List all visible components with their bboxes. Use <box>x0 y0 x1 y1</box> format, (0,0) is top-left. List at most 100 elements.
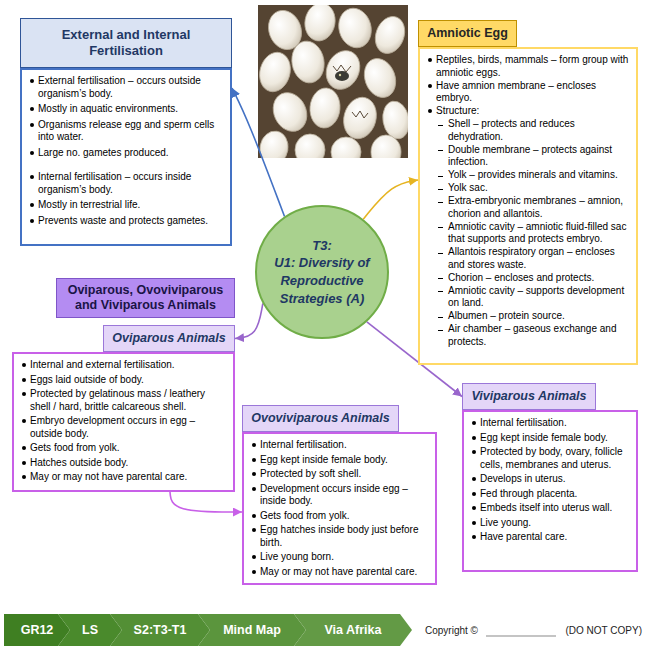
connector-arrow <box>363 180 418 219</box>
chevron-text: GR12 <box>21 623 54 637</box>
list-text: Amniotic cavity – supports development o… <box>448 285 624 309</box>
list-item: May or may not have parental care. <box>20 471 227 484</box>
copyright-note: (DO NOT COPY) <box>566 625 642 637</box>
bullet-dot <box>472 436 476 440</box>
list-item: Live young born. <box>250 551 429 564</box>
list-text: Live young born. <box>260 551 334 562</box>
hatchling-eye <box>339 74 341 76</box>
heading-text: Ovoviviparous Animals <box>251 411 389 426</box>
list-item: Structure: <box>426 105 630 118</box>
egg <box>308 87 341 129</box>
list-item: Amniotic cavity – amniotic fluid-filled … <box>426 221 630 246</box>
chevron-text: Via Afrika <box>325 623 382 637</box>
list-item: Mostly in aquatic environments. <box>28 103 224 116</box>
list-text: Egg kept inside female body. <box>260 454 388 465</box>
bullet-dot <box>22 419 26 423</box>
list-text: Double membrane – protects against infec… <box>448 144 612 168</box>
heading-text: Viviparous Animals <box>471 389 586 404</box>
dash-marker <box>438 253 443 254</box>
dash-marker <box>438 278 443 279</box>
list-text: Structure: <box>436 105 479 116</box>
bullet-dot <box>252 472 256 476</box>
list-item: Shell – protects and reduces dehydration… <box>426 118 630 143</box>
list-item: Reptiles, birds, mammals – form group wi… <box>426 54 630 79</box>
egg-photo <box>258 5 408 158</box>
egg <box>258 129 291 158</box>
topic-box: Internal fertilisation. Egg kept inside f… <box>462 410 638 572</box>
list-text: Hatches outside body. <box>30 457 128 468</box>
list-text: Reptiles, birds, mammals – form group wi… <box>436 54 628 78</box>
heading-text: External and Internal Fertilisation <box>29 27 223 58</box>
list-item: Egg kept inside female body. <box>250 454 429 467</box>
list-text: Mostly in terrestrial life. <box>38 199 140 210</box>
list-item: Allantois respiratory organ – encloses a… <box>426 246 630 271</box>
list-item: Double membrane – protects against infec… <box>426 144 630 169</box>
list-item: Albumen – protein source. <box>426 310 630 323</box>
list-text: Internal fertilisation – occurs inside o… <box>38 171 191 195</box>
list-text: Protected by body, ovary, follicle cells… <box>480 446 622 470</box>
bullet-dot <box>22 461 26 465</box>
topic-box: Reptiles, birds, mammals – form group wi… <box>418 47 638 365</box>
list-text: Yolk – provides minerals and vitamins. <box>448 169 618 180</box>
egg <box>295 134 325 158</box>
list-text: Air chamber – gaseous exchange and prote… <box>448 323 616 347</box>
list-text: May or may not have parental care. <box>30 471 187 482</box>
bullet-dot <box>22 363 26 367</box>
list-item: Embeds itself into uterus wall. <box>470 502 630 515</box>
list-item: Protected by soft shell. <box>250 468 429 481</box>
list-text: Gets food from yolk. <box>30 442 119 453</box>
heading-text: Amniotic Egg <box>427 26 508 41</box>
list-text: Yolk sac. <box>448 182 488 193</box>
list-item: Organisms release egg and sperm cells in… <box>28 119 224 144</box>
chevron-fill <box>198 614 306 646</box>
central-text: T3: <box>263 237 381 255</box>
list-item: Extra-embryonic membranes – amnion, chor… <box>426 195 630 220</box>
list-item: Internal fertilisation. <box>470 417 630 430</box>
bullet-dot <box>252 458 256 462</box>
list-item: Have parental care. <box>470 531 630 544</box>
bullet-dot <box>252 514 256 518</box>
topic-heading: Viviparous Animals <box>462 383 596 410</box>
circle-outline <box>256 206 388 338</box>
bullet-dot <box>472 421 476 425</box>
topic-box: External fertilisation – occurs outside … <box>20 68 232 246</box>
heading-text: Oviparous, Ovoviviparous and Viviparous … <box>65 283 226 313</box>
list-item: Egg kept inside female body. <box>470 432 630 445</box>
topic-box: Internal fertilisation.Egg kept inside f… <box>242 432 437 585</box>
bullet-dot <box>472 450 476 454</box>
list-item: Prevents waste and protects gametes. <box>28 215 224 228</box>
list-text: External fertilisation – occurs outside … <box>38 75 201 99</box>
bullet-dot <box>252 487 256 491</box>
list-item: Live young. <box>470 517 630 530</box>
bullet-dot <box>22 446 26 450</box>
bullet-dot <box>472 492 476 496</box>
topic-heading: Oviparous Animals <box>103 325 235 352</box>
list-item: Fed through placenta. <box>470 488 630 501</box>
chevron-fill <box>110 614 210 646</box>
list-item: Have amnion membrane – encloses embryo. <box>426 80 630 105</box>
egg <box>370 12 408 57</box>
egg <box>263 6 307 55</box>
chevron-text: S2:T3-T1 <box>134 623 187 637</box>
list-item: Protected by body, ovary, follicle cells… <box>470 446 630 471</box>
group-heading: Oviparous, Ovoviviparous and Viviparous … <box>56 278 235 318</box>
list-item: External fertilisation – occurs outside … <box>28 75 224 100</box>
connector-arrow <box>235 303 263 338</box>
bullet-dot <box>428 58 432 62</box>
list-text: Mostly in aquatic environments. <box>38 103 178 114</box>
egg <box>331 137 361 158</box>
egg <box>258 49 295 95</box>
list-text: Shell – protects and reduces dehydration… <box>448 118 575 142</box>
list-text: Internal and external fertilisation. <box>30 359 175 370</box>
list-text: Egg kept inside female body. <box>480 432 608 443</box>
list-text: Fed through placenta. <box>480 488 577 499</box>
central-topic: T3:U1: Diversity of Reproductive Strateg… <box>255 205 389 339</box>
list-text: Protected by soft shell. <box>260 468 361 479</box>
list-text: Amniotic cavity – amniotic fluid-filled … <box>448 221 626 245</box>
list-text: Protected by gelatinous mass / leathery … <box>30 388 205 412</box>
list-item: Gets food from yolk. <box>250 510 429 523</box>
bullet-dot <box>30 219 34 223</box>
bullet-dot <box>30 151 34 155</box>
list-item: Hatches outside body. <box>20 457 227 470</box>
